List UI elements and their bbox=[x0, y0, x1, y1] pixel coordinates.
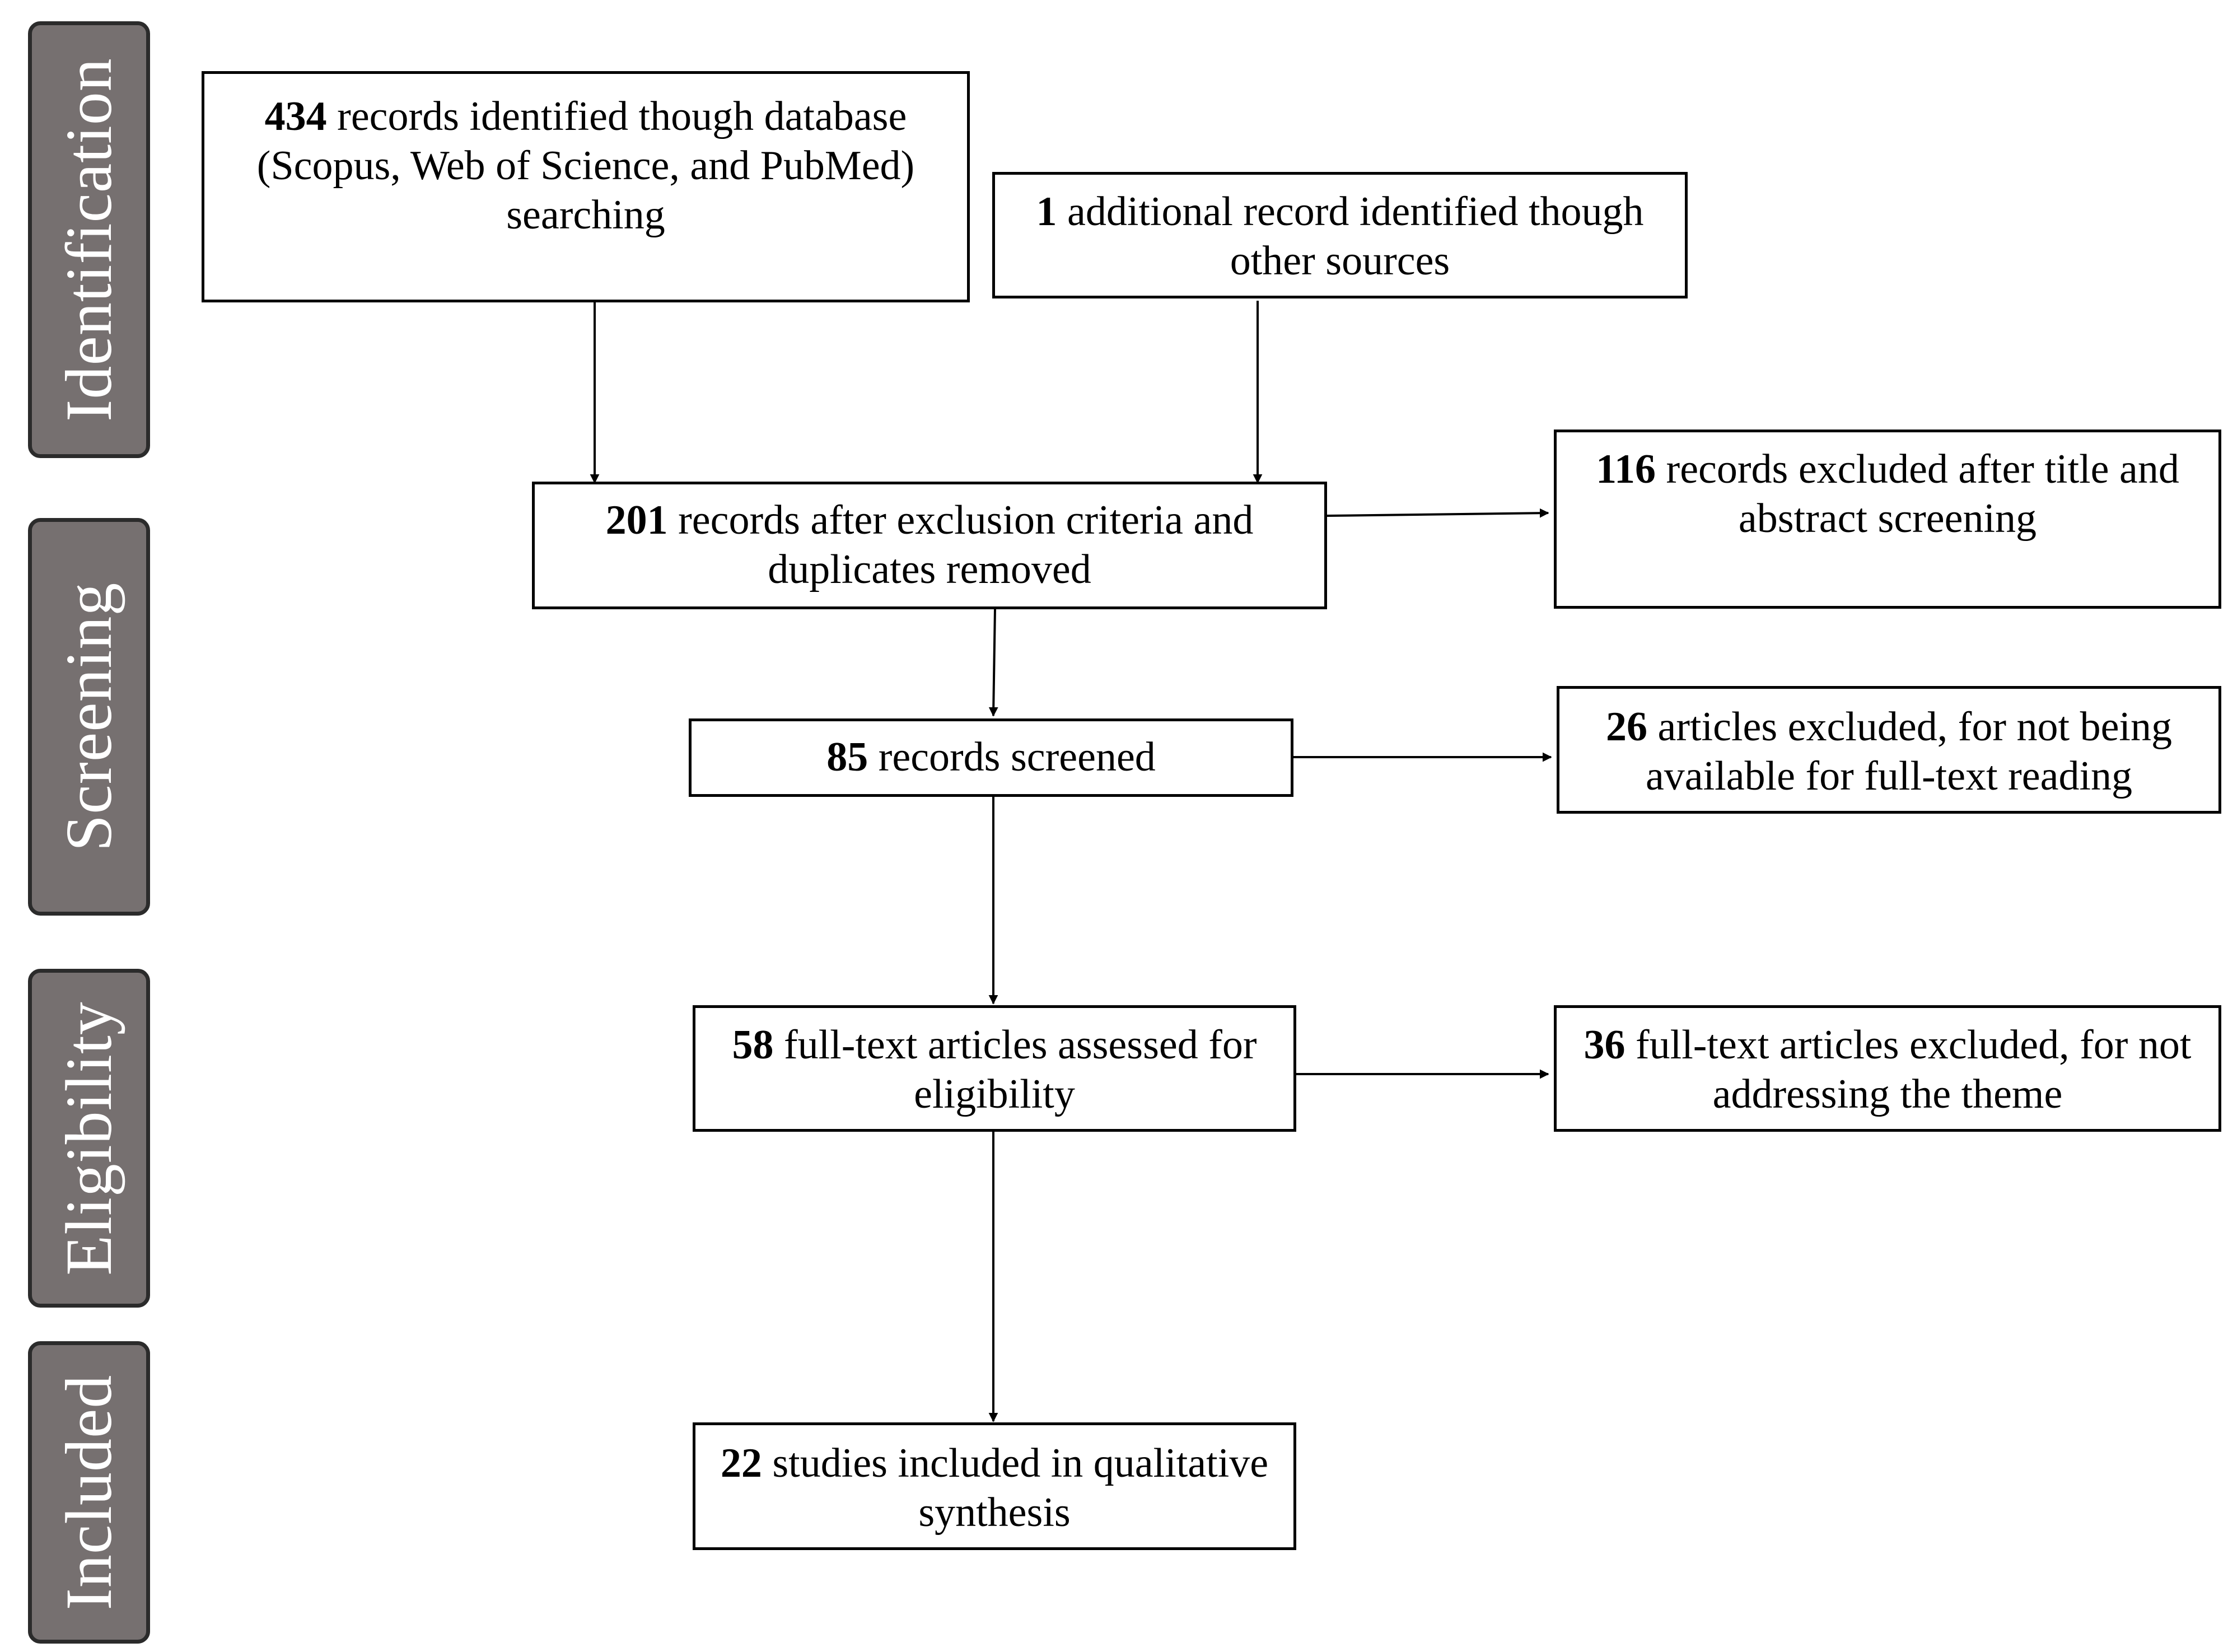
excluded-title-abstract-text: records excluded after title and abstrac… bbox=[1656, 446, 2179, 542]
arrow-after-exclusion-to-excluded bbox=[1326, 508, 1549, 518]
screened-text: records screened bbox=[868, 734, 1156, 780]
after-exclusion-text: records after exclusion criteria and dup… bbox=[667, 497, 1254, 592]
fulltext-assessed-text: full-text articles assessed for eligibil… bbox=[773, 1022, 1257, 1117]
excluded-theme-count: 36 bbox=[1584, 1022, 1626, 1068]
box-fulltext-assessed: 58 full-text articles assessed for eligi… bbox=[693, 1005, 1296, 1132]
excluded-title-abstract-count: 116 bbox=[1596, 446, 1656, 492]
excluded-theme-text: full-text articles excluded, for not add… bbox=[1625, 1022, 2192, 1117]
excluded-not-available-count: 26 bbox=[1606, 704, 1647, 750]
arrow-after-exclusion-to-screened bbox=[988, 608, 998, 717]
excluded-not-available-text: articles excluded, for not being availab… bbox=[1645, 704, 2172, 799]
database-text: records identified though database (Scop… bbox=[256, 94, 915, 238]
after-exclusion-count: 201 bbox=[605, 497, 668, 543]
other-sources-text: additional record identified though othe… bbox=[1057, 189, 1644, 284]
box-excluded-theme: 36 full-text articles excluded, for not … bbox=[1554, 1005, 2221, 1132]
phase-screening: Screening bbox=[28, 518, 150, 916]
phase-identification: Identification bbox=[28, 21, 150, 458]
database-count: 434 bbox=[264, 94, 327, 139]
other-sources-count: 1 bbox=[1036, 189, 1057, 235]
box-after-exclusion: 201 records after exclusion criteria and… bbox=[532, 482, 1327, 609]
box-records-screened: 85 records screened bbox=[689, 718, 1293, 797]
box-excluded-not-available: 26 articles excluded, for not being avai… bbox=[1557, 686, 2221, 814]
box-database-records: 434 records identified though database (… bbox=[202, 71, 970, 302]
included-count: 22 bbox=[720, 1440, 762, 1486]
phase-included: Included bbox=[28, 1341, 150, 1644]
screened-count: 85 bbox=[826, 734, 868, 780]
box-studies-included: 22 studies included in qualitative synth… bbox=[693, 1422, 1296, 1550]
box-other-sources: 1 additional record identified though ot… bbox=[992, 172, 1688, 298]
box-excluded-title-abstract: 116 records excluded after title and abs… bbox=[1554, 430, 2221, 609]
phase-eligibility: Eligibility bbox=[28, 969, 150, 1308]
fulltext-assessed-count: 58 bbox=[732, 1022, 774, 1068]
included-text: studies included in qualitative synthesi… bbox=[762, 1440, 1269, 1536]
